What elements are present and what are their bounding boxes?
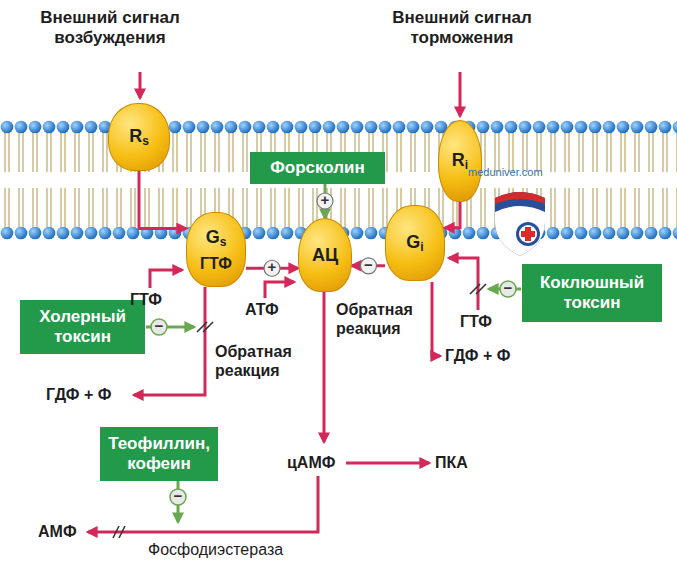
node-text-group: Gi bbox=[406, 232, 423, 254]
connector-arrow bbox=[445, 202, 460, 228]
node-title: АЦ bbox=[312, 245, 338, 266]
molecule-label: ГТФ bbox=[130, 290, 162, 309]
enzyme-protein: АЦ bbox=[298, 218, 352, 292]
node-title: Ri bbox=[452, 150, 468, 172]
molecule-label: ГТФ bbox=[460, 312, 492, 331]
drug-box: Теофиллин, кофеин bbox=[100, 427, 218, 481]
molecule-label: ГДФ + Ф bbox=[445, 346, 510, 365]
edge-sign: − bbox=[360, 256, 378, 274]
reaction-label: Обратная реакция bbox=[215, 342, 311, 380]
molecule-label: ГДФ + Ф bbox=[46, 385, 111, 404]
edge-sign: + bbox=[263, 258, 281, 276]
receptor-protein: Rs bbox=[108, 103, 170, 171]
g-protein: GsГТФ bbox=[186, 212, 246, 287]
inhibit-sign: − bbox=[150, 317, 168, 335]
signal-label: Внешний сигнал торможения bbox=[387, 8, 537, 49]
watermark: meduniver.com bbox=[468, 166, 543, 179]
drug-box: Форсколин bbox=[250, 152, 385, 184]
node-title: Gs bbox=[200, 227, 232, 249]
inhibit-sign: − bbox=[169, 487, 187, 505]
node-text-group: GsГТФ bbox=[200, 227, 232, 273]
node-text-group: Холерный токсин bbox=[26, 307, 139, 346]
node-title: Rs bbox=[129, 126, 149, 148]
g-protein: Gi bbox=[385, 205, 445, 281]
inhibit-sign: − bbox=[499, 279, 517, 297]
toxin-box: Коклюшный токсин bbox=[522, 264, 662, 322]
receptor-protein: Ri bbox=[438, 120, 482, 202]
node-title: Холерный токсин bbox=[26, 307, 139, 346]
connector-arrow bbox=[139, 171, 186, 229]
edge-sign: + bbox=[316, 191, 334, 209]
node-text-group: Rs bbox=[129, 126, 149, 148]
node-text-group: Коклюшный токсин bbox=[528, 273, 656, 312]
node-text-group: АЦ bbox=[312, 245, 338, 266]
node-title: Коклюшный токсин bbox=[528, 273, 656, 312]
molecule-label: АТФ bbox=[245, 300, 279, 319]
molecule-label: ПКА bbox=[435, 453, 468, 472]
molecule-label: АМФ bbox=[38, 522, 77, 541]
node-text-group: Форсколин bbox=[270, 158, 365, 178]
node-body: ГТФ bbox=[200, 255, 232, 273]
toxin-box: Холерный токсин bbox=[20, 300, 145, 354]
node-title: Форсколин bbox=[270, 158, 365, 178]
enzyme-label: Фосфодиэстераза bbox=[148, 540, 283, 559]
node-title: Gi bbox=[406, 232, 423, 254]
molecule-label: цАМФ bbox=[287, 453, 335, 472]
node-text-group: Теофиллин, кофеин bbox=[106, 434, 212, 473]
node-text-group: Ri bbox=[452, 150, 468, 172]
node-title: Теофиллин, кофеин bbox=[106, 434, 212, 473]
signal-label: Внешний сигнал возбуждения bbox=[35, 8, 185, 49]
reaction-label: Обратная реакция bbox=[336, 300, 428, 338]
